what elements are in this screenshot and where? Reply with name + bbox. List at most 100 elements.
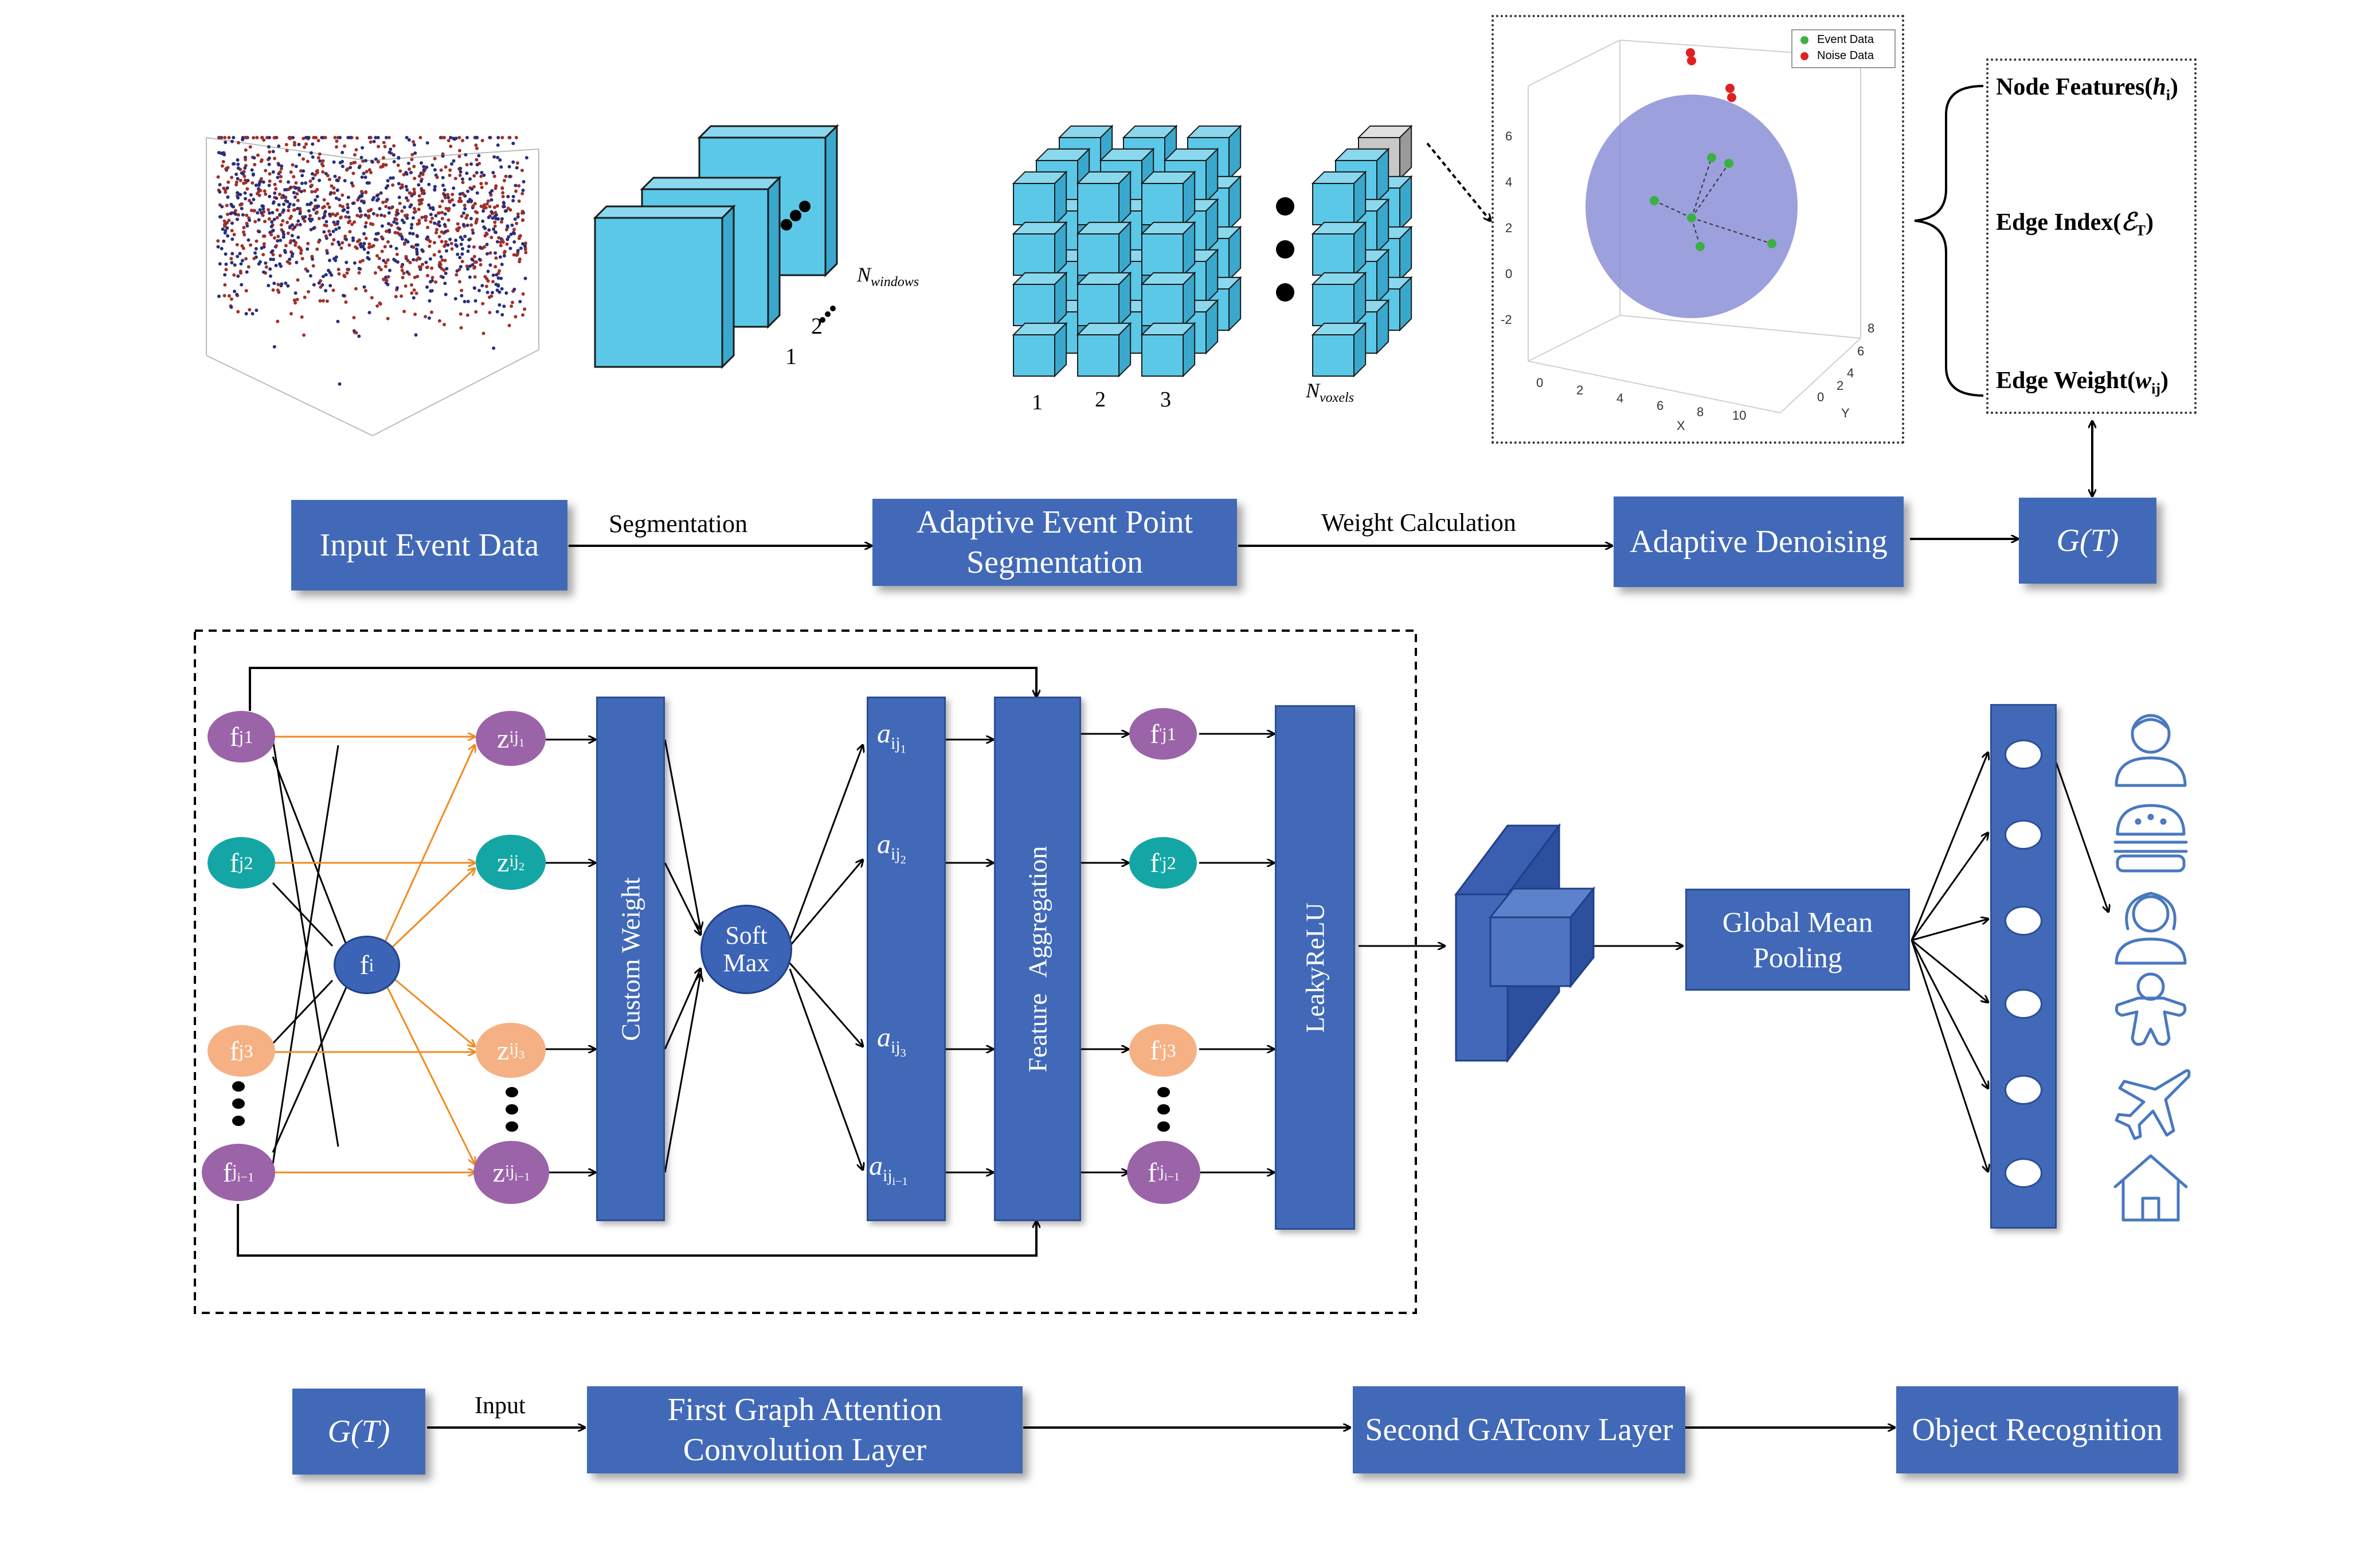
event-dot <box>491 171 495 175</box>
node-f-j2-text: f <box>229 847 239 878</box>
event-dot <box>296 236 300 239</box>
event-dot <box>310 217 314 221</box>
event-dot <box>230 252 234 256</box>
event-dot <box>244 158 248 162</box>
pooling-edge <box>1911 753 1988 941</box>
event-dot <box>326 251 329 255</box>
event-dot <box>307 290 310 294</box>
event-dot <box>382 214 386 218</box>
event-dot <box>279 175 283 179</box>
event-dot <box>338 204 342 208</box>
event-dot <box>230 261 234 265</box>
event-dot <box>406 240 410 244</box>
event-dot <box>378 207 382 210</box>
event-dot <box>353 330 357 334</box>
event-dot <box>437 234 441 238</box>
event-dot <box>417 218 421 222</box>
node-z-i-1-sub-text: ij <box>504 1161 515 1180</box>
event-dot <box>433 187 437 191</box>
event-dot <box>514 183 518 187</box>
event-dot <box>375 198 379 202</box>
event-dot <box>474 310 478 314</box>
event-dot <box>303 295 307 299</box>
ellipsis-dot <box>799 201 811 212</box>
event-dot <box>490 198 494 202</box>
event-dot <box>340 193 345 197</box>
x-tick: 4 <box>1616 391 1624 405</box>
event-dot <box>426 273 429 277</box>
event-dot <box>288 202 292 206</box>
event-dot <box>466 267 470 271</box>
event-dot <box>465 136 469 139</box>
event-dot <box>475 260 478 264</box>
event-dot <box>440 240 444 244</box>
event-dot <box>414 291 418 295</box>
event-dot <box>328 212 332 216</box>
event-dot <box>374 157 378 161</box>
event-dot <box>276 283 280 287</box>
event-dot <box>412 143 416 147</box>
event-dot <box>400 209 404 213</box>
event-dot <box>272 345 276 349</box>
event-dot <box>477 288 481 292</box>
fc-output-column <box>1990 704 2057 1229</box>
event-dot <box>463 300 467 303</box>
event-dot <box>353 161 357 165</box>
event-dot <box>520 191 524 196</box>
event-dot <box>243 166 247 170</box>
window-label-1: 1 <box>785 343 797 369</box>
event-dot <box>335 178 339 182</box>
event-dot <box>383 245 387 249</box>
event-dot <box>240 202 244 206</box>
event-dot <box>276 175 280 179</box>
edge-weight-sub: ij <box>2151 380 2160 397</box>
event-dot <box>259 177 263 181</box>
event-dot <box>384 186 388 190</box>
event-dot <box>237 213 241 217</box>
alpha-2: aij2 <box>877 829 906 866</box>
event-dot <box>402 242 406 246</box>
event-dot <box>420 216 424 220</box>
voxel-label-3: 3 <box>1160 388 1171 412</box>
event-dot <box>342 294 345 298</box>
edge-weight-symbol: w <box>2135 367 2152 394</box>
event-dot <box>387 228 392 232</box>
event-dot <box>421 191 424 196</box>
event-dot <box>354 287 358 291</box>
event-dot <box>410 153 414 157</box>
pooling-edge <box>1911 919 1988 941</box>
event-dot <box>497 236 501 240</box>
event-dot <box>241 172 245 176</box>
event-dot <box>299 251 303 255</box>
event-dot <box>347 243 351 247</box>
event-dot <box>272 236 276 240</box>
event-dot <box>302 157 306 161</box>
event-dot <box>490 291 494 295</box>
event-dot <box>288 257 292 261</box>
event-dot <box>521 292 525 296</box>
event-dot <box>350 181 354 185</box>
event-dot <box>512 228 516 232</box>
event-dot <box>485 252 489 256</box>
event-dot <box>323 136 327 139</box>
event-dot <box>275 208 279 212</box>
fc-neuron <box>2005 820 2042 850</box>
event-dot <box>288 136 292 140</box>
event-dot <box>392 257 396 261</box>
y-tick: 4 <box>1847 366 1854 380</box>
event-dot <box>329 191 333 195</box>
event-dot <box>333 222 337 226</box>
event-dot <box>328 233 332 237</box>
event-dot <box>242 181 246 185</box>
event-dot <box>333 136 337 139</box>
event-dot <box>246 179 250 182</box>
event-dot <box>254 183 258 187</box>
event-dot <box>429 213 433 217</box>
segmentation-edge-label: Segmentation <box>609 510 747 538</box>
event-dot <box>320 136 324 139</box>
event-dot <box>387 222 390 226</box>
event-dot <box>455 273 459 277</box>
event-dot <box>373 237 377 241</box>
